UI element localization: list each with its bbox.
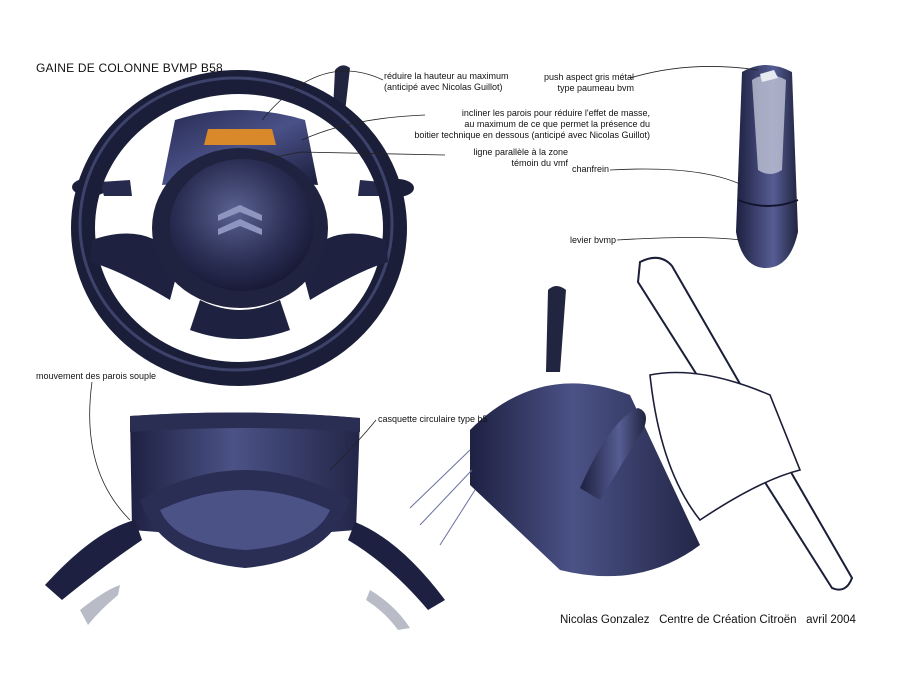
column-cover-view	[45, 412, 445, 630]
annotation-reduce-height: réduire la hauteur au maximum (anticipé …	[384, 71, 509, 92]
steering-wheel-front-view	[71, 65, 414, 386]
perspective-view	[409, 256, 854, 591]
annotation-casquette: casquette circulaire type b5	[378, 414, 488, 424]
sheet-title: GAINE DE COLONNE BVMP B58	[36, 61, 223, 75]
annotation-push-aspect: push aspect gris métal type paumeau bvm	[543, 72, 634, 93]
annotation-chanfrein: chanfrein	[572, 164, 610, 174]
annotation-parallel-line: ligne parallèle à la zone témoin du vmf	[473, 147, 568, 168]
annotation-incline-walls: incliner les parois pour réduire l'effet…	[414, 108, 650, 140]
leader-lines	[89, 66, 759, 521]
annotation-levier: levier bvmp	[570, 235, 617, 245]
lever-closeup	[736, 65, 799, 268]
annotation-mouvement: mouvement des parois souple	[36, 371, 157, 381]
author-credit: Nicolas Gonzalez Centre de Création Citr…	[560, 614, 856, 626]
